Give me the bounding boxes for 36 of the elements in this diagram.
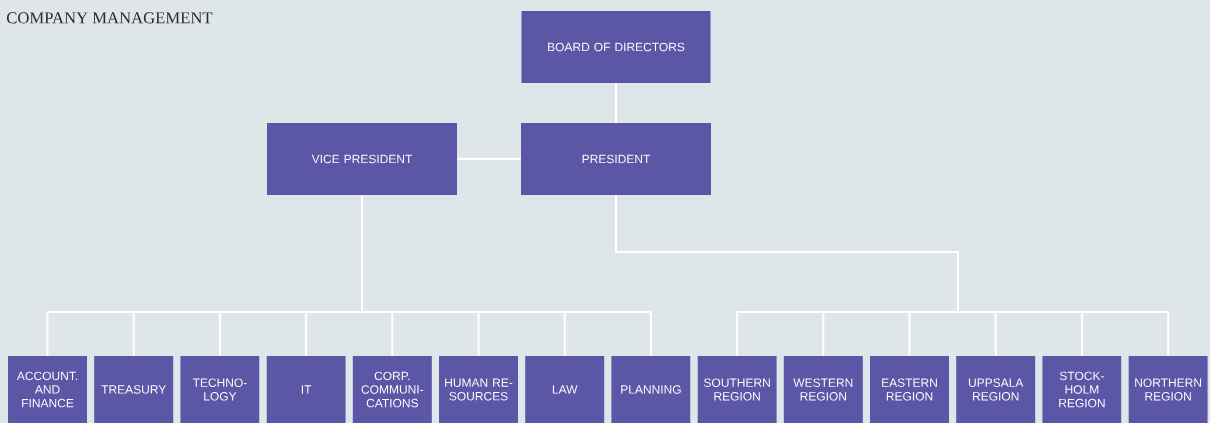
org-box: PRESIDENT	[521, 123, 711, 195]
connector-line	[477, 311, 480, 357]
connector-line	[822, 311, 825, 357]
connector-line	[46, 311, 49, 357]
connector-trunk	[615, 194, 1170, 313]
connector-line	[132, 311, 135, 357]
org-box: LAW	[525, 356, 605, 423]
org-box: NORTHERN REGION	[1128, 356, 1208, 423]
org-box: PLANNING	[611, 356, 691, 423]
connector-line	[736, 311, 739, 357]
org-box: TECHNO- LOGY	[180, 356, 260, 423]
org-box: STOCK- HOLM REGION	[1042, 356, 1122, 423]
connector-line	[908, 311, 911, 357]
connector-line	[994, 311, 997, 357]
connector-line	[305, 311, 308, 357]
connector-line	[615, 82, 617, 124]
org-box: EASTERN REGION	[870, 356, 949, 423]
org-box: UPPSALA REGION	[956, 356, 1036, 423]
connector-line	[218, 311, 221, 357]
org-box: TREASURY	[94, 356, 174, 423]
org-box: ACCOUNT. AND FINANCE	[8, 356, 87, 423]
org-box: CORP. COMMUNI- CATIONS	[352, 356, 432, 423]
org-box: SOUTHERN REGION	[697, 356, 777, 423]
connector-line	[391, 311, 394, 357]
connector-line	[456, 158, 522, 160]
connector-line	[1080, 311, 1083, 357]
org-box: VICE PRESIDENT	[267, 123, 457, 195]
connector-line	[1167, 311, 1170, 357]
org-box: WESTERN REGION	[783, 356, 863, 423]
org-box: BOARD OF DIRECTORS	[521, 11, 711, 83]
org-box: HUMAN RE- SOURCES	[439, 356, 518, 423]
connector-trunk	[46, 194, 652, 313]
connector-line	[649, 311, 652, 357]
title: COMPANY MANAGEMENT	[6, 12, 213, 24]
org-box: IT	[266, 356, 346, 423]
connector-line	[563, 311, 566, 357]
